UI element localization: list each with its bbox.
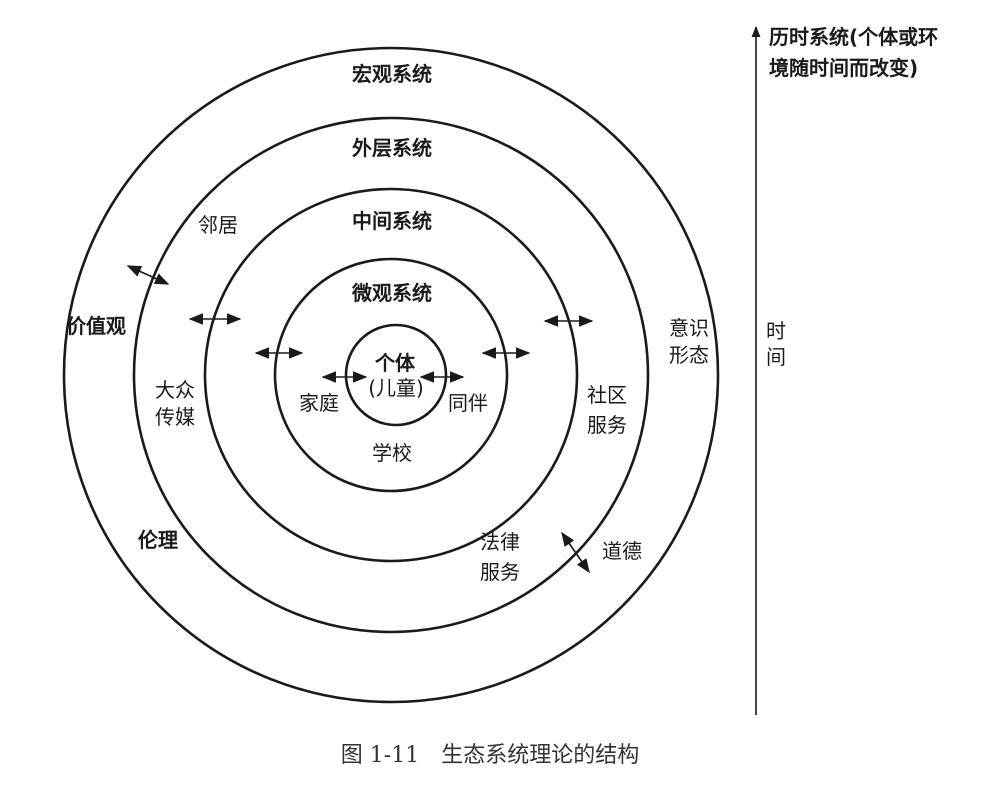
values-label: 价值观	[66, 314, 126, 338]
mesosystem-label: 中间系统	[352, 209, 432, 233]
individual-ring	[344, 323, 448, 427]
morality-label: 道德	[602, 539, 642, 563]
individual-label: 个体	[374, 351, 416, 375]
macro-exo-arrow-right	[561, 531, 590, 574]
exosystem-label: 外层系统	[352, 136, 432, 160]
microsystem-ring	[273, 257, 509, 493]
microsystem-label: 微观系统	[351, 281, 432, 305]
community-services-label-line1: 社区	[587, 383, 627, 407]
ethics-label: 伦理	[138, 528, 178, 552]
mesosystem-ring	[203, 187, 579, 563]
time-label-line1: 时	[766, 319, 786, 343]
community-services-label-line2: 服务	[587, 413, 627, 437]
macrosystem-ring	[62, 46, 720, 704]
legal-services-label-line2: 服务	[480, 560, 520, 584]
exosystem-ring	[132, 116, 650, 634]
mass-media-label-line1: 大众	[155, 378, 195, 402]
figure-caption: 图 1-11 生态系统理论的结构	[341, 743, 639, 768]
time-label-line2: 间	[766, 345, 786, 369]
macrosystem-label: 宏观系统	[352, 62, 432, 86]
peers-label: 同伴	[448, 391, 488, 415]
school-label: 学校	[372, 441, 412, 465]
chronosystem-label-line2: 境随时间而改变)	[769, 56, 918, 80]
chronosystem-label-line1: 历时系统(个体或环	[769, 25, 938, 49]
macro-exo-arrow-left	[126, 265, 170, 285]
ideology-label-line1: 意识	[669, 316, 709, 340]
legal-services-label-line1: 法律	[480, 530, 520, 554]
neighbors-label: 邻居	[198, 213, 238, 237]
child-label: (儿童)	[368, 376, 424, 400]
ideology-label-line2: 形态	[669, 343, 709, 367]
mass-media-label-line2: 传媒	[155, 405, 195, 429]
family-label: 家庭	[299, 391, 339, 415]
